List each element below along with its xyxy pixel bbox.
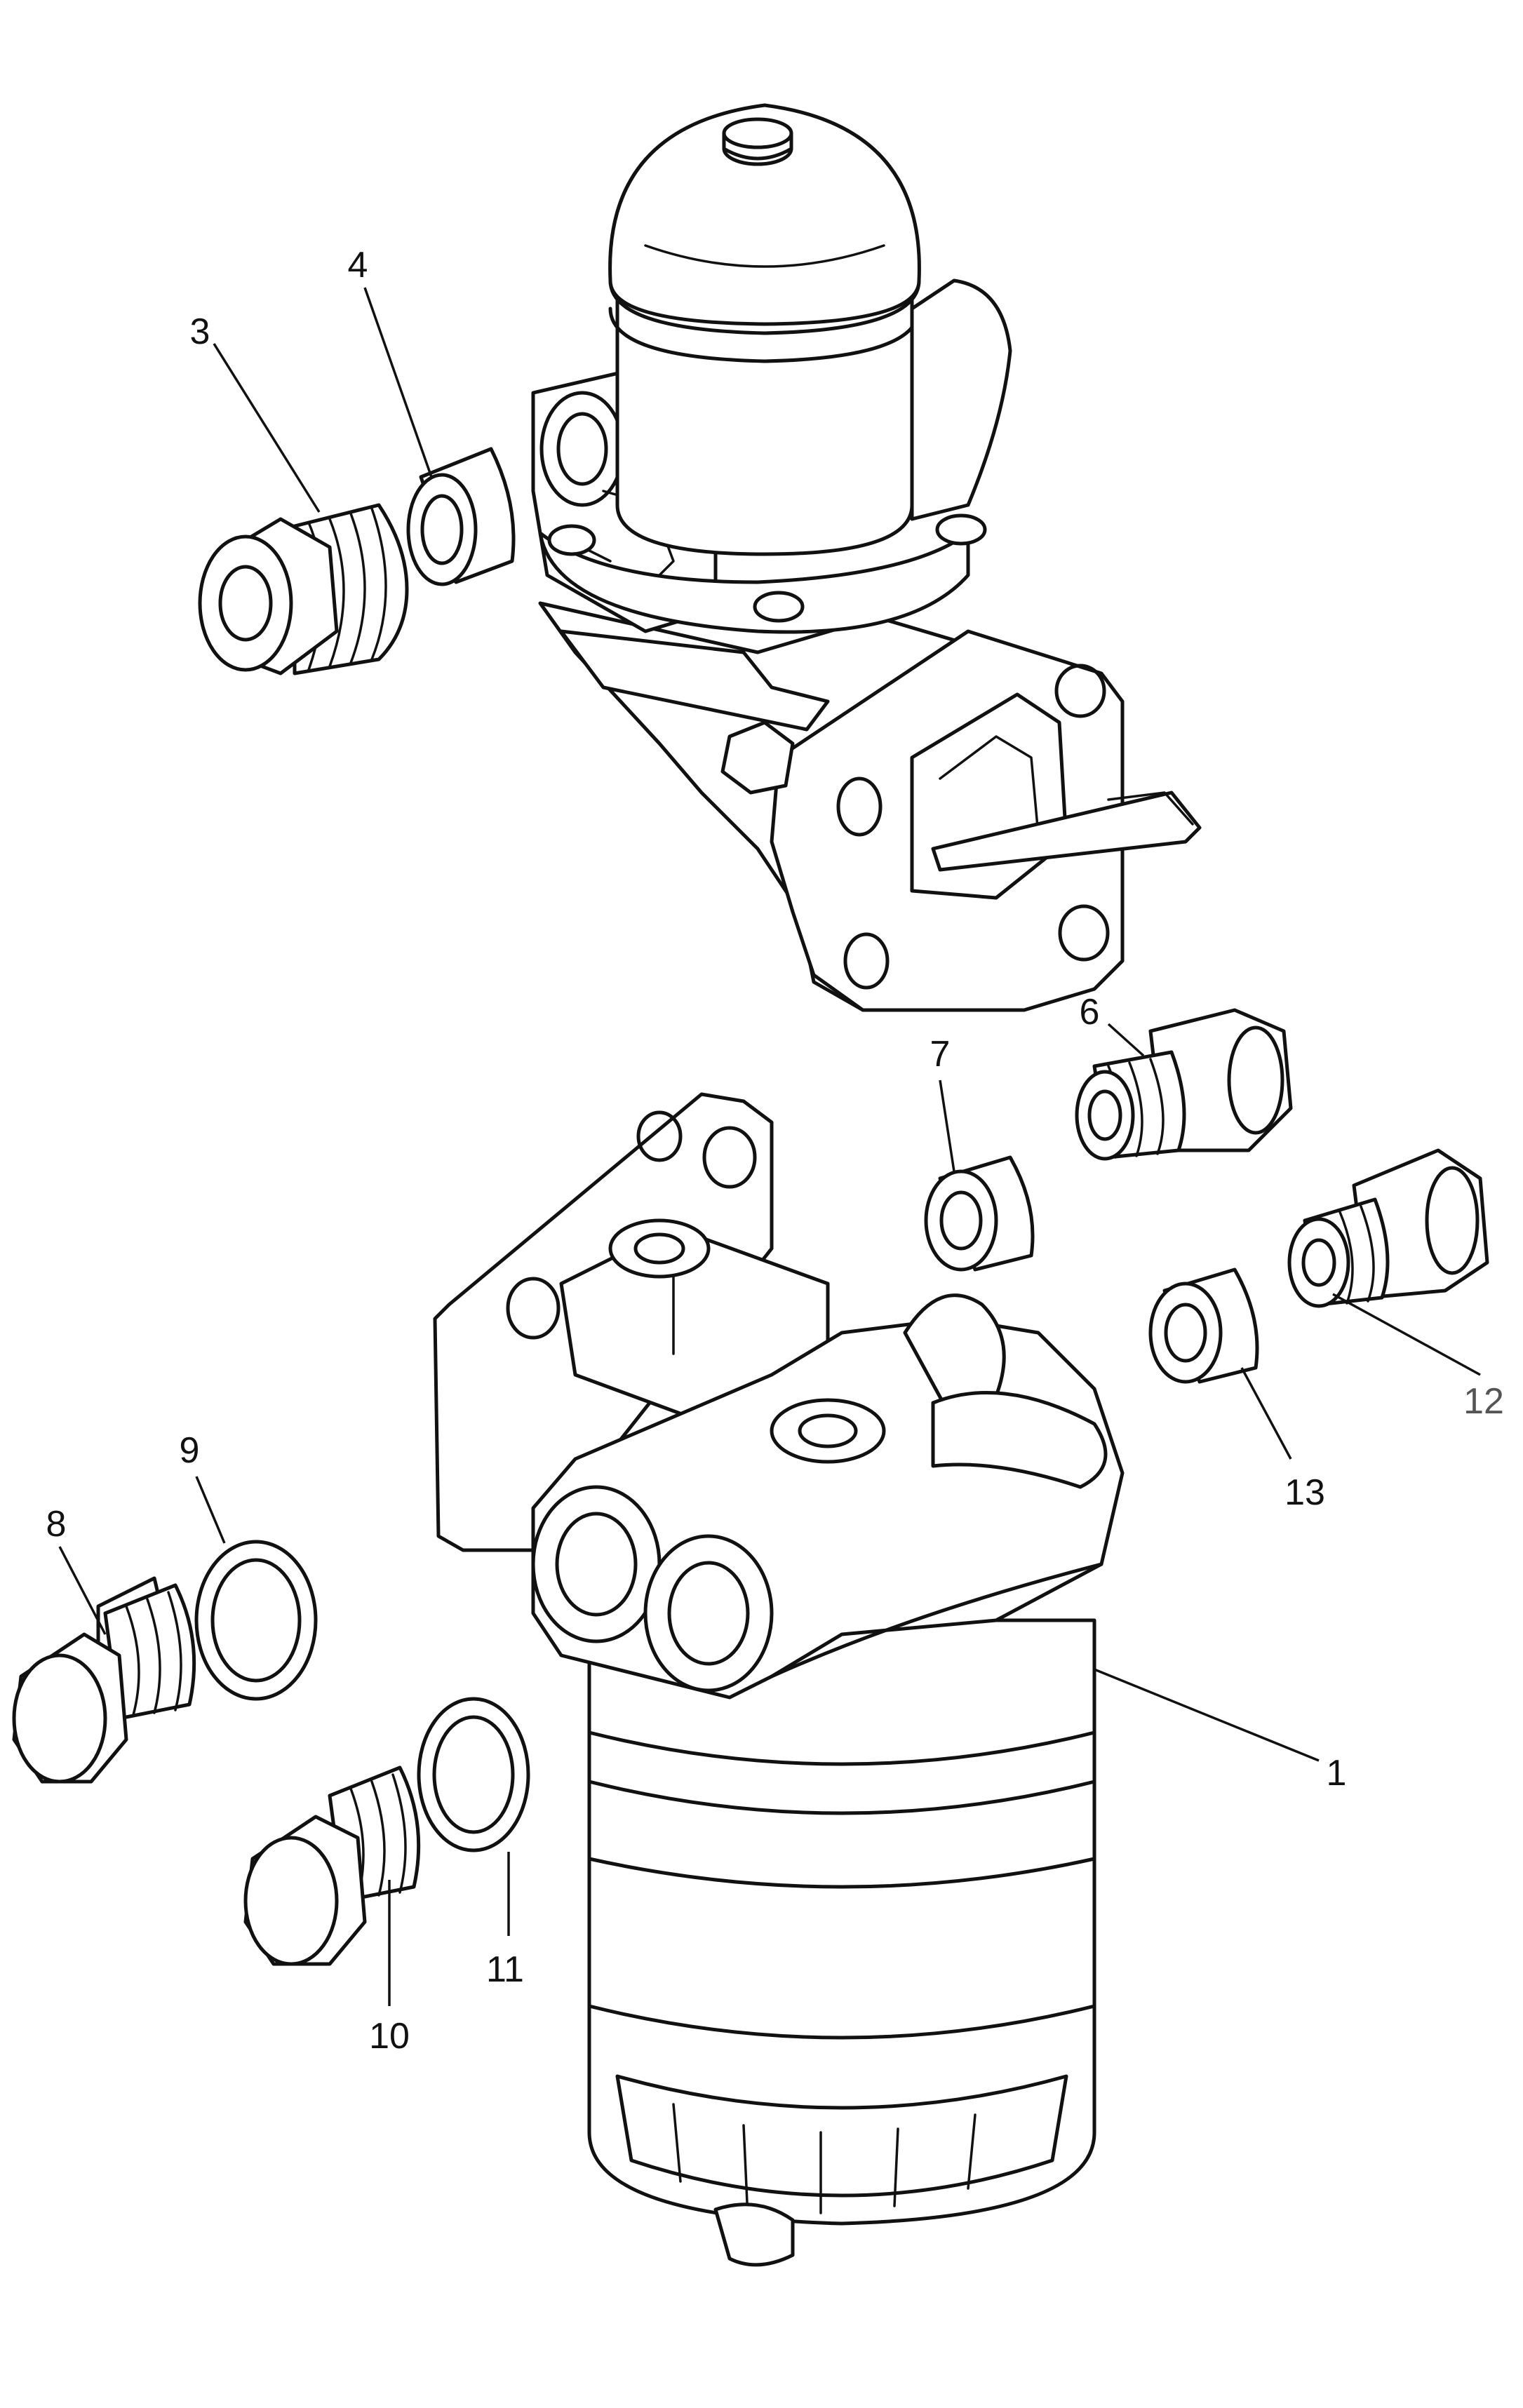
leader-13 xyxy=(1240,1367,1292,1460)
part-13-sleeve xyxy=(1148,1267,1259,1384)
part-12-plug-bolt xyxy=(1287,1148,1489,1308)
callout-labels: 3 4 6 7 8 9 10 11 12 13 1 xyxy=(46,245,1504,2057)
fuel-feed-pump xyxy=(531,103,1202,1012)
leader-6 xyxy=(1107,1023,1145,1057)
callout-13: 13 xyxy=(1284,1472,1325,1513)
leader-3 xyxy=(213,343,321,513)
callout-12: 12 xyxy=(1463,1381,1504,1422)
part-11-washer xyxy=(417,1697,530,1852)
callout-3: 3 xyxy=(190,311,210,352)
part-9-washer xyxy=(194,1540,318,1701)
callout-10: 10 xyxy=(369,2016,410,2057)
leader-4 xyxy=(363,287,433,478)
leader-12 xyxy=(1332,1293,1481,1376)
part-6-plug-bolt xyxy=(1075,1008,1293,1161)
part-7-sleeve xyxy=(924,1155,1035,1272)
part-4-sleeve xyxy=(406,447,516,586)
part-10-plug-bolt xyxy=(243,1765,421,1966)
callout-8: 8 xyxy=(46,1504,67,1545)
fuel-filter-assembly xyxy=(433,1092,1125,2267)
leader-1 xyxy=(1094,1668,1320,1762)
leader-lines xyxy=(58,287,1481,2006)
callout-4: 4 xyxy=(348,245,368,285)
leader-9 xyxy=(195,1476,226,1544)
callout-6: 6 xyxy=(1080,992,1100,1033)
callout-7: 7 xyxy=(930,1034,951,1075)
part-8-plug-bolt xyxy=(12,1576,196,1784)
callout-1: 1 xyxy=(1327,1753,1347,1794)
leader-7 xyxy=(939,1079,955,1172)
part-3-plug-bolt xyxy=(198,503,409,675)
callout-9: 9 xyxy=(180,1430,200,1471)
callout-11: 11 xyxy=(486,1949,524,1990)
leader-8 xyxy=(58,1546,107,1635)
